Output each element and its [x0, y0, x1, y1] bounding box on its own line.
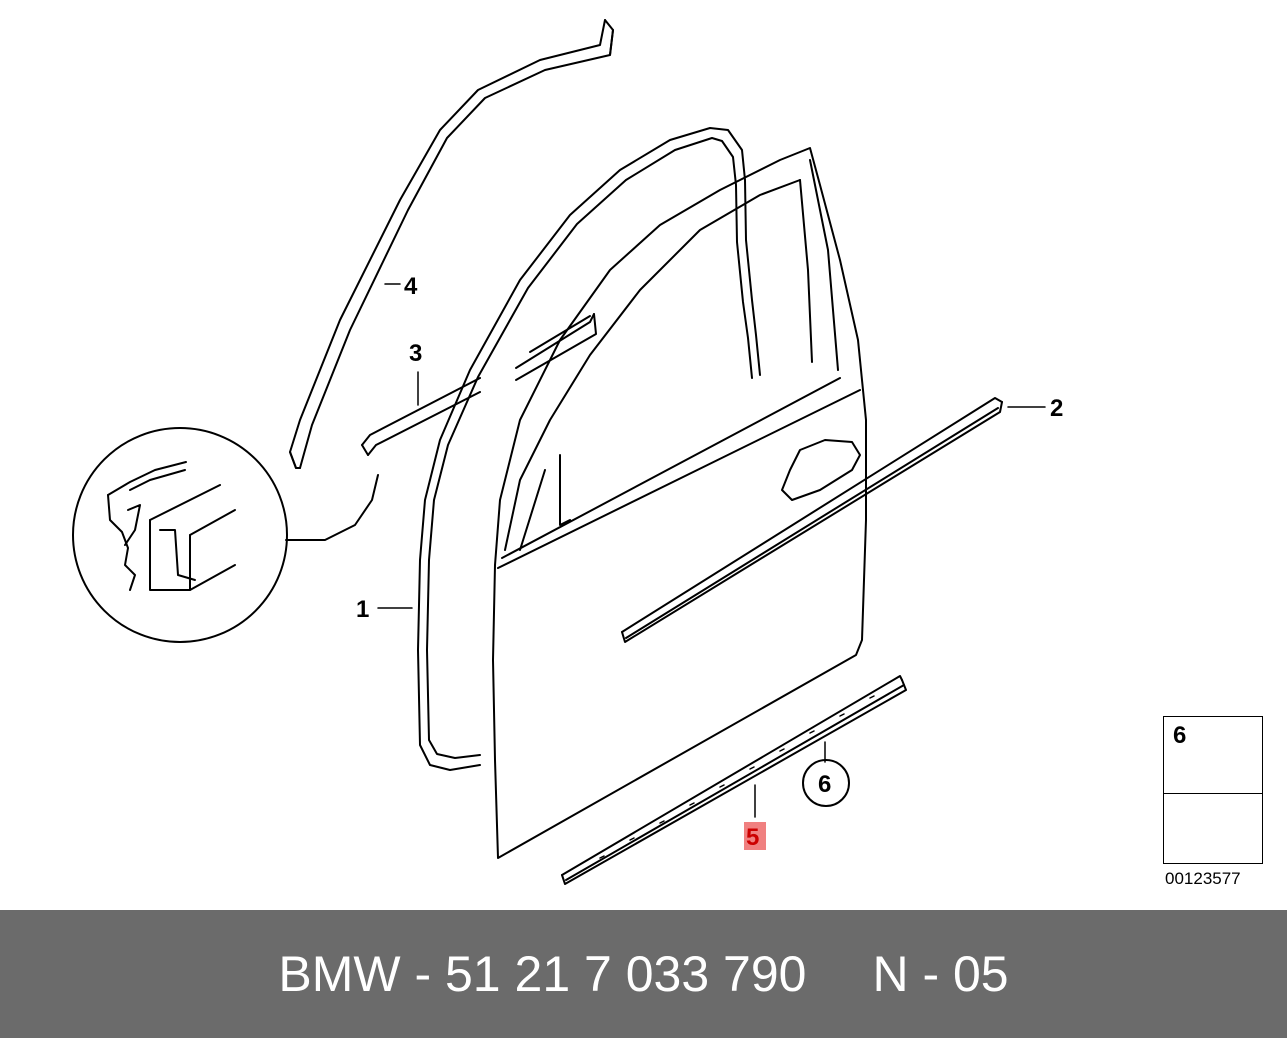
callout-2: 2 — [1050, 395, 1063, 422]
part-2-outer-molding — [621, 397, 1003, 643]
callout-4: 4 — [404, 273, 418, 300]
callout-5: 5 — [746, 824, 759, 851]
part-5-clip-marks — [599, 695, 875, 859]
callout-5-highlight — [744, 822, 766, 850]
position-code-text: N - 05 — [872, 946, 1009, 1002]
catalog-number: 00123577 — [1165, 869, 1241, 888]
leader-lines — [377, 283, 1046, 818]
door-panel — [492, 147, 867, 859]
callout-3: 3 — [409, 340, 422, 367]
diagram-drawing: 4 3 1 2 5 6 — [72, 19, 1259, 885]
detail-magnifier — [72, 427, 379, 643]
callout-6-circle — [802, 759, 850, 807]
part-5-lower-seal — [561, 675, 907, 885]
parts-diagram: 4 3 1 2 5 6 6 00123577 — [72, 19, 1263, 888]
legend-divider — [1164, 793, 1262, 794]
legend-label: 6 — [1173, 722, 1187, 749]
legend-box: 6 — [1163, 716, 1263, 864]
part-4-pillar-seal — [289, 19, 614, 469]
callout-1: 1 — [356, 596, 369, 623]
part-3-channel-strip — [361, 313, 597, 456]
footer-bar: BMW - 51 21 7 033 790 N - 05 — [0, 910, 1287, 1038]
part-number-text: BMW - 51 21 7 033 790 — [278, 946, 807, 1002]
footer-text: BMW - 51 21 7 033 790 N - 05 — [0, 910, 1287, 1038]
part-1-door-seal — [417, 127, 761, 771]
callout-6: 6 — [818, 771, 831, 798]
